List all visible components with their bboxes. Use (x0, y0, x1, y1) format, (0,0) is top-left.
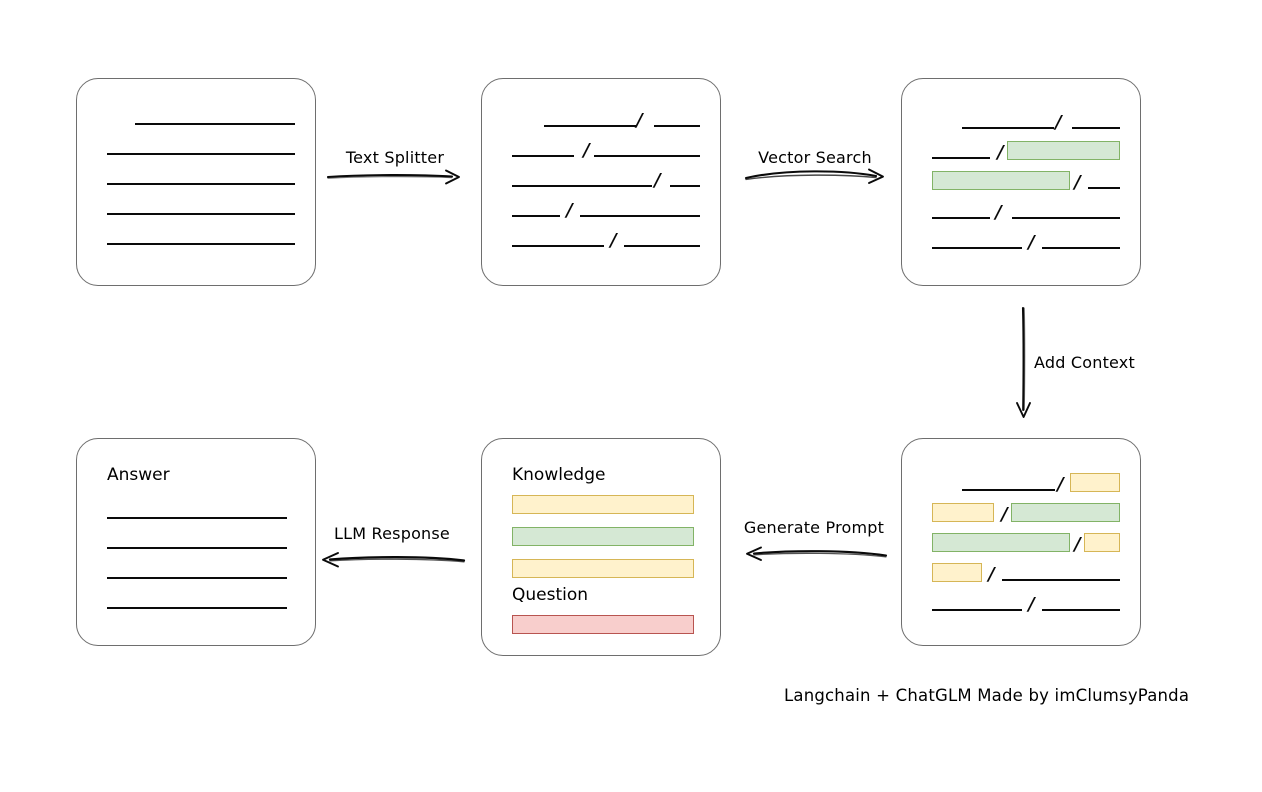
chunk-line (544, 125, 636, 127)
doc-line (107, 183, 295, 185)
knowledge-chip-yellow[interactable] (512, 495, 694, 514)
node-context-chunks[interactable]: / / / / / (901, 438, 1141, 646)
chunk-highlight-yellow[interactable] (932, 563, 982, 582)
answer-line (107, 517, 287, 519)
chunk-separator: / (1028, 232, 1035, 253)
chunk-separator: / (988, 564, 995, 585)
chunk-line (1012, 217, 1120, 219)
chunk-line (962, 127, 1054, 129)
answer-line (107, 577, 287, 579)
knowledge-chip-yellow[interactable] (512, 559, 694, 578)
chunk-line (670, 185, 700, 187)
arrow-label-vector-search: Vector Search (758, 148, 872, 167)
footer-credit: Langchain + ChatGLM Made by imClumsyPand… (784, 686, 1190, 705)
chunk-separator: / (1028, 594, 1035, 615)
chunk-line (594, 155, 700, 157)
chunk-line (962, 489, 1055, 491)
chunk-line (1042, 247, 1120, 249)
chunk-separator: / (610, 230, 617, 251)
answer-heading: Answer (107, 465, 170, 485)
chunk-line (932, 609, 1022, 611)
arrow-label-text-splitter: Text Splitter (345, 148, 445, 167)
chunk-separator: / (566, 200, 573, 221)
chunk-highlight-yellow[interactable] (932, 503, 994, 522)
answer-line (107, 607, 287, 609)
chunk-separator: / (636, 110, 643, 131)
doc-line (107, 213, 295, 215)
chunk-separator: / (583, 140, 590, 161)
node-prompt[interactable]: Knowledge Question (481, 438, 721, 656)
arrow-label-generate-prompt: Generate Prompt (743, 518, 885, 537)
arrow-label-add-context: Add Context (1034, 353, 1135, 372)
chunk-line (1042, 609, 1120, 611)
chunk-separator: / (1057, 474, 1064, 495)
node-source-document[interactable] (76, 78, 316, 286)
chunk-highlight-green[interactable] (1007, 141, 1120, 160)
chunk-line (512, 155, 574, 157)
chunk-separator: / (995, 202, 1002, 223)
chunk-line (624, 245, 700, 247)
arrow-vector-search (744, 168, 884, 184)
doc-line (107, 153, 295, 155)
chunk-separator: / (1055, 112, 1062, 133)
chunk-line (1002, 579, 1120, 581)
chunk-highlight-green[interactable] (1011, 503, 1120, 522)
chunk-line (932, 217, 990, 219)
chunk-separator: / (1074, 172, 1081, 193)
chunk-separator: / (1074, 534, 1081, 555)
chunk-line (1088, 187, 1120, 189)
chunk-separator: / (1001, 504, 1008, 525)
answer-line (107, 547, 287, 549)
arrow-text-splitter (326, 169, 460, 185)
node-split-chunks[interactable]: / / / / / (481, 78, 721, 286)
arrow-label-llm-response: LLM Response (334, 524, 450, 543)
chunk-line (932, 247, 1022, 249)
doc-line (107, 243, 295, 245)
arrow-generate-prompt (746, 546, 888, 561)
chunk-highlight-yellow[interactable] (1070, 473, 1120, 492)
node-answer[interactable]: Answer (76, 438, 316, 646)
arrow-add-context (1016, 306, 1031, 418)
chunk-line (512, 245, 604, 247)
chunk-highlight-green[interactable] (932, 171, 1070, 190)
knowledge-chip-green[interactable] (512, 527, 694, 546)
prompt-heading-knowledge: Knowledge (512, 465, 606, 485)
chunk-line (512, 215, 560, 217)
chunk-separator: / (997, 142, 1004, 163)
chunk-highlight-yellow[interactable] (1084, 533, 1120, 552)
prompt-heading-question: Question (512, 585, 589, 605)
chunk-line (932, 157, 990, 159)
chunk-line (654, 125, 700, 127)
question-chip-red[interactable] (512, 615, 694, 634)
chunk-line (512, 185, 652, 187)
chunk-line (580, 215, 700, 217)
doc-line (135, 123, 295, 125)
chunk-line (1072, 127, 1120, 129)
arrow-llm-response (322, 552, 466, 568)
chunk-highlight-green[interactable] (932, 533, 1070, 552)
chunk-separator: / (654, 170, 661, 191)
node-matched-chunks[interactable]: / / / / / (901, 78, 1141, 286)
